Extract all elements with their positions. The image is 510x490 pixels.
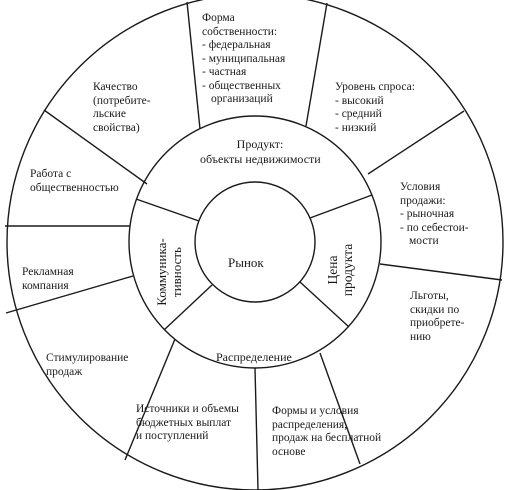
outer-divider-8: [5, 275, 134, 314]
budget-sources-label: Источники и объемы бюджетных выплат и по…: [136, 403, 239, 442]
ownership-label: Форма собственности: - федеральная - мун…: [202, 12, 286, 105]
benefits-label: Льготы, скидки по приобрете- нию: [410, 290, 465, 343]
outer-divider-3: [367, 110, 465, 175]
distribution-label: Распределение: [216, 350, 292, 364]
outer-divider-10: [43, 109, 148, 185]
price-line-1: Цена: [325, 255, 340, 285]
advertising-label: Рекламная компания: [22, 266, 74, 292]
demand-label: Уровень спроса: - высокий - средний - ни…: [335, 81, 415, 134]
outer-divider-2: [305, 2, 328, 127]
sales-promotion-label: Стимулирование продаж: [46, 352, 129, 378]
outer-divider-5: [319, 352, 361, 465]
product-line-1: Продукт:: [236, 137, 284, 151]
inner-divider-right: [309, 194, 373, 219]
communication-line-1: Коммуника-: [154, 238, 169, 306]
distribution-forms-label: Формы и условия распределения, продаж на…: [272, 405, 382, 458]
inner-divider-left: [135, 198, 200, 222]
communication-label: Коммуника- тивность: [154, 227, 184, 317]
inner-divider-bottom-right: [299, 281, 350, 328]
price-label: Цена продукта: [325, 230, 355, 310]
inner-circle: [194, 181, 316, 303]
outer-divider-6: [254, 367, 259, 490]
outer-divider-4: [379, 263, 503, 281]
public-relations-label: Работа с общественностью: [30, 168, 119, 194]
outer-divider-1: [186, 1, 201, 130]
inner-divider-bottom-left: [163, 284, 213, 331]
communication-line-2: тивность: [169, 247, 184, 297]
outer-circle: [6, 0, 504, 490]
product-label: Продукт: объекты недвижимости: [200, 137, 321, 167]
product-line-2: объекты недвижимости: [200, 152, 321, 166]
sale-terms-label: Условия продажи: - рыночная - по себесто…: [400, 181, 469, 247]
quality-label: Качество (потребите- льские свойства): [93, 81, 151, 134]
price-line-2: продукта: [340, 243, 355, 297]
outer-divider-7: [124, 338, 176, 461]
center-label: Рынок: [228, 255, 264, 270]
